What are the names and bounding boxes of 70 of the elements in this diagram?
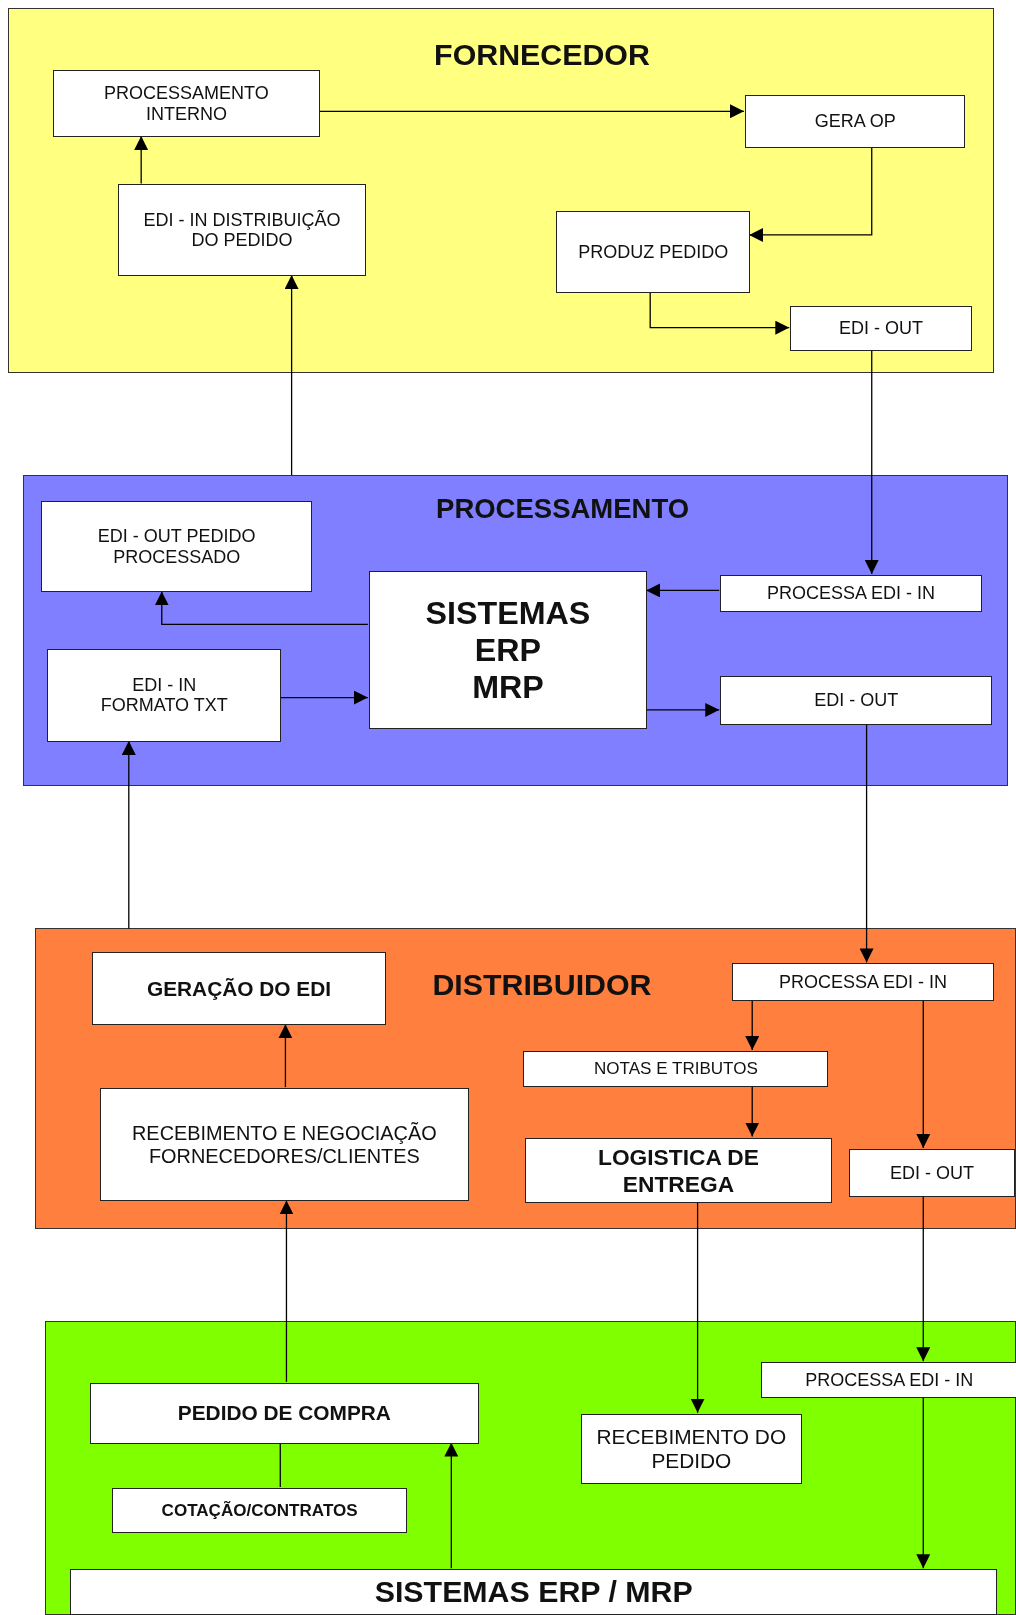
box-label: EDI - OUT [889, 1162, 974, 1184]
arrow [645, 583, 720, 598]
box-label: EDI - OUT PEDIDO PROCESSADO [96, 525, 257, 568]
arrow [134, 135, 149, 185]
process-box [368, 570, 648, 730]
process-box [47, 649, 282, 742]
process-box [556, 211, 751, 293]
box-label: EDI - OUT [814, 690, 899, 711]
box-label: PROCESSA EDI - IN [805, 1369, 974, 1391]
process-box [523, 1051, 829, 1088]
arrow [284, 274, 299, 476]
process-box [89, 1382, 480, 1444]
arrow [745, 1085, 760, 1138]
arrow [649, 290, 790, 335]
arrow [748, 146, 873, 242]
process-box [849, 1148, 1015, 1198]
box-label: COTAÇÃO/CONTRATOS [161, 1500, 358, 1521]
arrow [121, 740, 136, 930]
process-box [112, 1487, 407, 1534]
lane-title: PROCESSAMENTO [436, 493, 690, 525]
lane-title: FORNECEDOR [434, 37, 650, 72]
process-box [41, 500, 313, 593]
swimlane-panel [8, 8, 995, 373]
arrow [916, 1396, 931, 1569]
arrow [278, 1023, 293, 1088]
process-box [720, 574, 982, 612]
process-box [790, 306, 972, 352]
process-box [99, 1088, 469, 1202]
process-box [91, 952, 387, 1026]
box-label: PROCESSA EDI - IN [778, 971, 947, 993]
arrow [279, 1199, 294, 1383]
process-box [581, 1413, 802, 1484]
box-label: GERA OP [814, 111, 896, 132]
box-label: PROCESSAMENTO INTERNO [103, 82, 270, 125]
arrow [154, 590, 369, 626]
box-label: PEDIDO DE COMPRA [177, 1401, 391, 1426]
box-label: LOGISTICA DE ENTREGA [597, 1144, 760, 1197]
box-label: GERAÇÃO DO EDI [146, 976, 332, 1001]
arrow [916, 998, 931, 1149]
process-box [761, 1362, 1016, 1399]
box-label: NOTAS E TRIBUTOS [594, 1059, 758, 1079]
process-box [731, 963, 995, 1001]
box-label: EDI - IN FORMATO TXT [99, 674, 229, 717]
process-box [720, 675, 993, 726]
arrow [745, 998, 760, 1051]
process-box [525, 1137, 832, 1204]
arrow [916, 1195, 931, 1362]
process-box [52, 70, 321, 137]
arrow [645, 702, 720, 717]
box-label: PROCESSA EDI - IN [767, 583, 936, 604]
box-label: SISTEMAS ERP MRP [424, 594, 592, 706]
swimlane-panel [35, 928, 1016, 1230]
arrow [859, 723, 874, 964]
box-label: PRODUZ PEDIDO [578, 241, 729, 263]
process-box [744, 94, 966, 149]
box-label: RECEBIMENTO DO PEDIDO [595, 1424, 788, 1473]
box-label: EDI - OUT [838, 318, 923, 339]
arrow [864, 349, 879, 575]
arrow [444, 1441, 459, 1569]
lane-title: DISTRIBUIDOR [432, 968, 652, 1003]
arrow [279, 690, 369, 705]
panel-box [45, 1321, 1016, 1615]
box-label: RECEBIMENTO E NEGOCIAÇÃO FORNECEDORES/CLIENTES [131, 1121, 438, 1168]
box-label: SISTEMAS ERP / MRP [374, 1574, 693, 1610]
process-box [70, 1569, 998, 1615]
process-box [118, 184, 366, 277]
swimlane-panel [22, 475, 1008, 787]
arrow [690, 1201, 705, 1414]
arrow [318, 104, 745, 119]
box-label: EDI - IN DISTRIBUIÇÃO DO PEDIDO [142, 209, 342, 251]
